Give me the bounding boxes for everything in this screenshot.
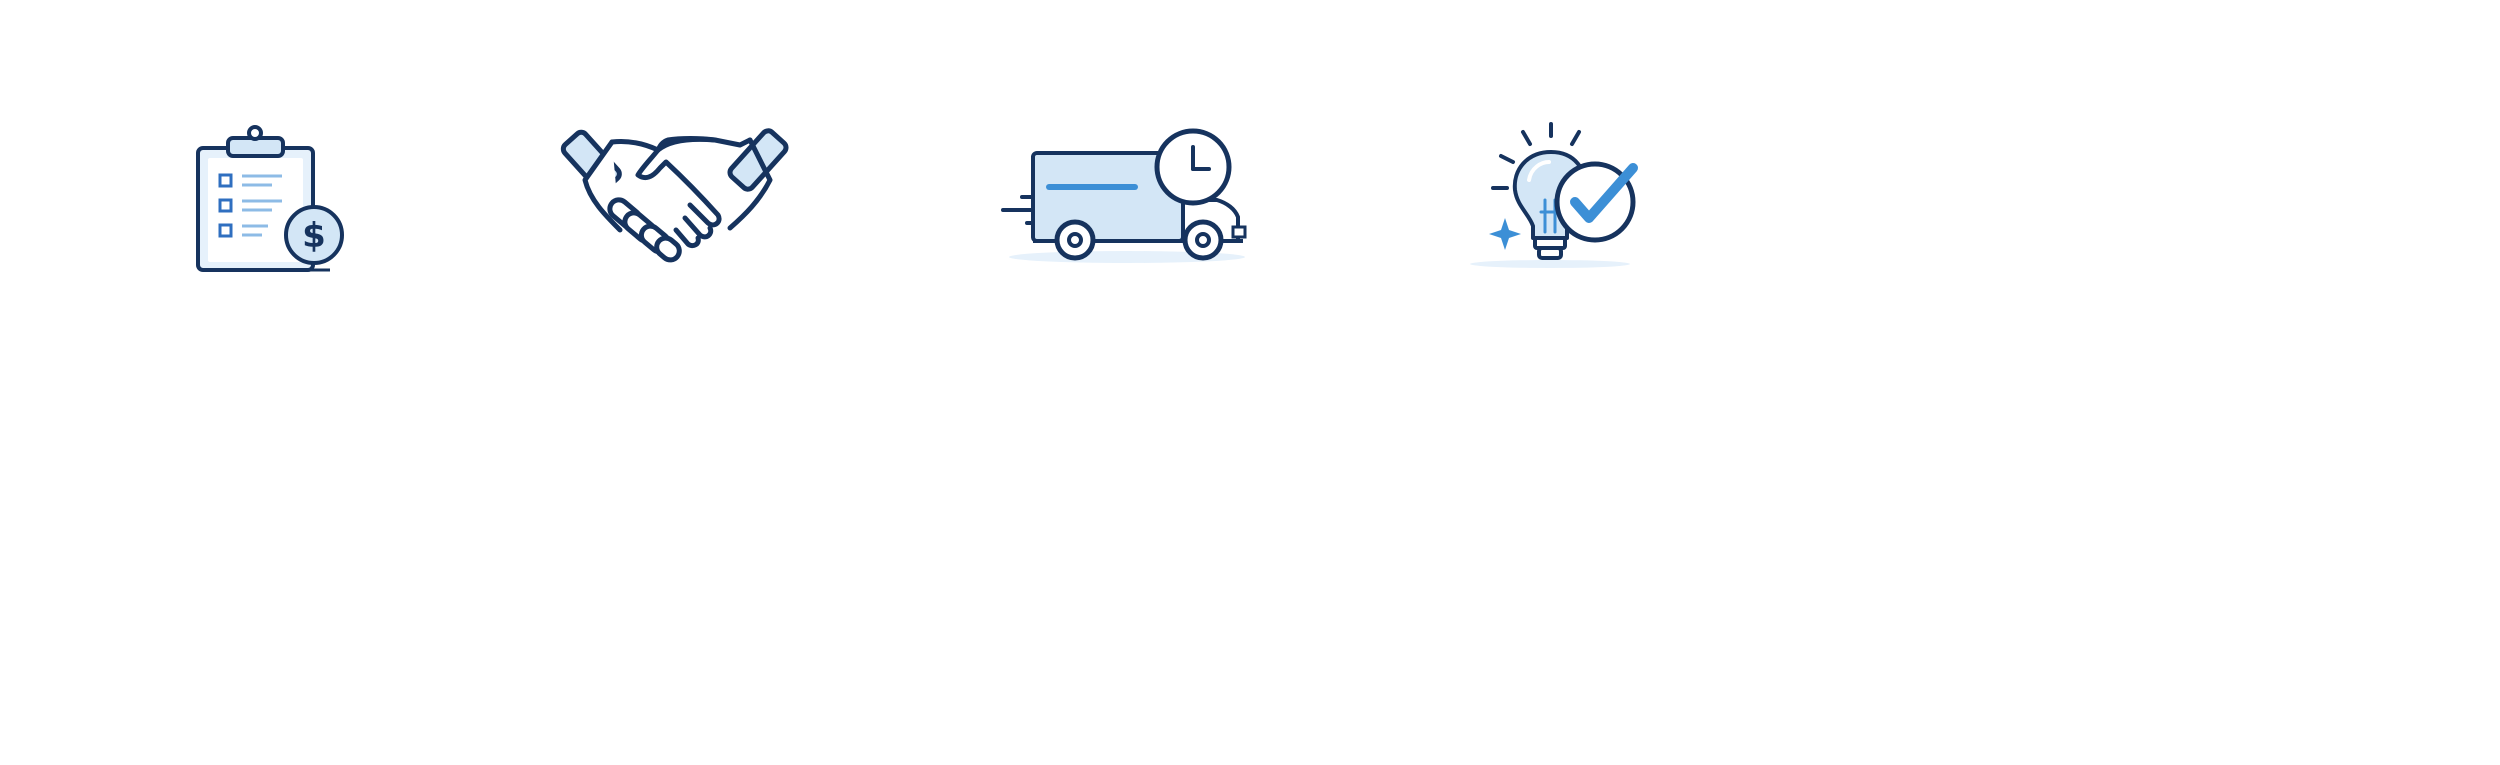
handshake-icon bbox=[550, 110, 795, 275]
clipboard-dollar-icon: $ bbox=[190, 120, 355, 280]
delivery-truck-clock-icon bbox=[995, 125, 1265, 270]
dollar-glyph: $ bbox=[302, 216, 326, 256]
lightbulb-check-icon bbox=[1465, 120, 1665, 280]
